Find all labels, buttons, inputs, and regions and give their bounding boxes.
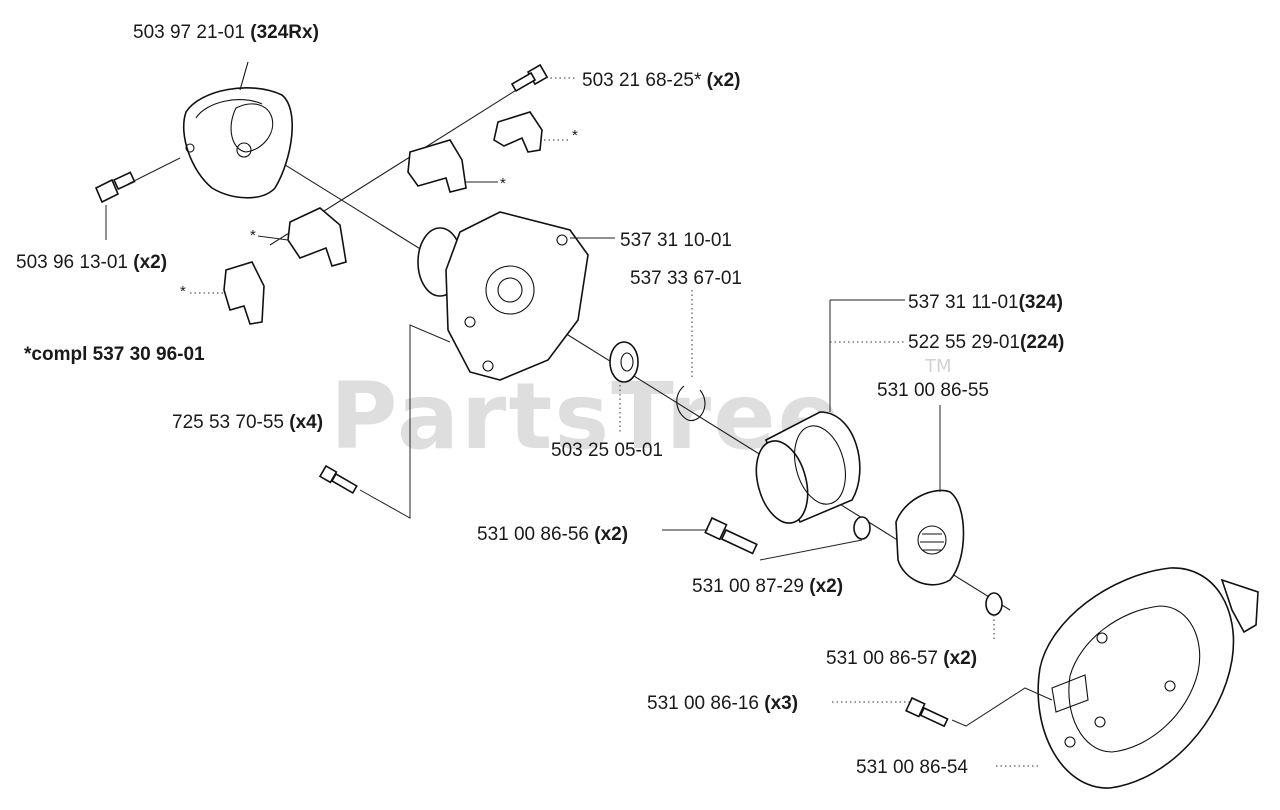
part-label: 531 00 86-57 (x2) xyxy=(826,648,977,669)
part-label: 531 00 86-55 xyxy=(877,380,989,401)
bearing-icon xyxy=(609,341,639,383)
screw-icon xyxy=(318,464,358,495)
cover-housing-icon xyxy=(182,61,293,199)
watermark-tm: TM xyxy=(924,356,952,377)
clutch-icon xyxy=(895,489,965,586)
part-label: 537 31 10-01 xyxy=(620,230,732,251)
watermark-text: PartsTree xyxy=(330,363,842,470)
part-label: 531 00 86-54 xyxy=(856,757,968,778)
clutch-drum-icon xyxy=(755,411,861,524)
star-marker: * xyxy=(500,175,506,192)
part-label: 503 96 13-01 (x2) xyxy=(16,252,167,273)
leader-line xyxy=(257,235,289,241)
screw-icon xyxy=(94,171,136,204)
leader-line xyxy=(359,324,451,519)
part-label: 531 00 87-29 (x2) xyxy=(692,576,843,597)
screw-icon xyxy=(510,63,549,93)
leader-line xyxy=(127,157,181,185)
part-label: *compl 537 30 96-01 xyxy=(24,344,205,365)
star-marker: * xyxy=(572,127,578,144)
part-label: 537 33 67-01 xyxy=(630,268,742,289)
screw-icon xyxy=(704,516,758,555)
part-label: 503 97 21-01 (324Rx) xyxy=(133,22,319,43)
clamp-icon xyxy=(223,111,543,325)
part-label: 503 21 68-25* (x2) xyxy=(582,70,740,91)
part-label: 522 55 29-01(224) xyxy=(908,332,1064,353)
circlip-icon xyxy=(676,385,706,422)
leader-line xyxy=(951,687,1053,727)
part-label: 503 25 05-01 xyxy=(551,440,663,461)
star-marker: * xyxy=(250,227,256,244)
part-label: 537 31 11-01(324) xyxy=(908,292,1063,313)
star-marker: * xyxy=(180,283,186,300)
washer-icon xyxy=(853,516,1003,616)
part-label: 725 53 70-55 (x4) xyxy=(172,412,323,433)
leader-line xyxy=(759,539,863,561)
part-label: 531 00 86-56 (x2) xyxy=(477,524,628,545)
fan-housing-icon xyxy=(1037,567,1259,789)
part-label: 531 00 86-16 (x3) xyxy=(647,693,798,714)
gear-housing-icon xyxy=(417,211,589,381)
screw-icon xyxy=(905,696,949,728)
